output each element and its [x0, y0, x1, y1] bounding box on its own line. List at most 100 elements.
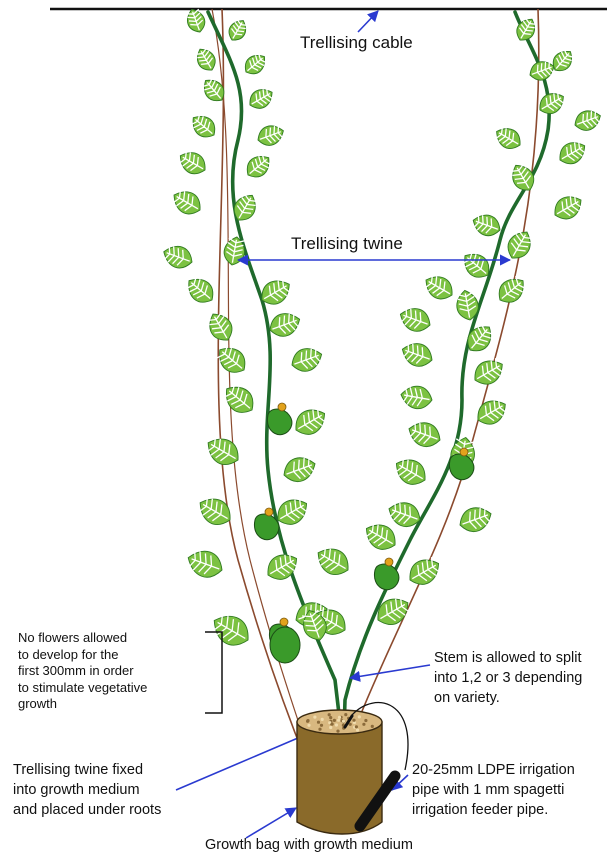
growth-bag-arrow [246, 808, 296, 838]
medium-particle [338, 716, 341, 719]
stem-split-arrow [350, 665, 430, 678]
leaf [470, 211, 504, 240]
no-flowers-line: first 300mm in order [18, 663, 208, 680]
no-flowers-line: to stimulate vegetative [18, 680, 208, 697]
medium-particle [335, 723, 338, 726]
medium-particle [321, 718, 324, 721]
leaf [169, 186, 206, 220]
irrigation-line: 20-25mm LDPE irrigation [412, 760, 602, 780]
medium-particle [331, 723, 334, 726]
no-flowers-line: No flowers allowed [18, 630, 208, 647]
medium-particle [362, 723, 365, 726]
leaf [160, 242, 196, 272]
leaf [391, 453, 431, 490]
leaf [266, 309, 303, 341]
leaf [241, 50, 270, 79]
leaf [255, 122, 287, 149]
leaf [245, 84, 276, 112]
medium-particle [356, 729, 359, 732]
leaf [290, 403, 330, 440]
medium-particle [358, 715, 361, 718]
medium-particle [333, 719, 336, 722]
leaf [397, 304, 434, 336]
label-no-flowers: No flowers allowed to develop for the fi… [18, 630, 208, 713]
label-trellising-cable: Trellising cable [300, 33, 413, 53]
medium-particle [320, 724, 323, 727]
medium-particle [342, 720, 345, 723]
leaf [184, 7, 208, 35]
leaf [204, 309, 238, 346]
twine-fixed-arrow [176, 732, 312, 790]
medium-particle [336, 730, 339, 733]
leaf [219, 380, 259, 419]
leaf [503, 227, 537, 264]
leaf [469, 355, 508, 390]
stem-split-line: into 1,2 or 3 depending [434, 668, 606, 688]
leaf [572, 107, 604, 134]
medium-particle [306, 720, 309, 723]
twine-fixed-line: Trellising twine fixed [13, 760, 193, 780]
twine-fixed-line: and placed under roots [13, 800, 193, 820]
leaf [242, 150, 275, 182]
leaf [405, 418, 444, 451]
medium-particle [313, 716, 316, 719]
leaf [184, 546, 227, 582]
stem-split-line: on variety. [434, 688, 606, 708]
leaf [182, 273, 219, 309]
irrigation-line: irrigation feeder pipe. [412, 800, 602, 820]
label-twine-fixed: Trellising twine fixed into growth mediu… [13, 760, 193, 820]
leaf [507, 160, 539, 195]
medium-particle [307, 724, 310, 727]
label-irrigation: 20-25mm LDPE irrigation pipe with 1 mm s… [412, 760, 602, 820]
leaf [225, 17, 250, 45]
leaf [199, 75, 229, 106]
leaf [404, 553, 444, 590]
medium-particle [317, 721, 320, 724]
irrigation-line: pipe with 1 mm spagetti [412, 780, 602, 800]
leaf [421, 271, 458, 305]
label-growth-bag: Growth bag with growth medium [205, 835, 413, 855]
medium-particle [355, 725, 358, 728]
label-stem-split: Stem is allowed to split into 1,2 or 3 d… [434, 648, 606, 708]
pepper-fruit [270, 627, 300, 663]
leaf [280, 453, 319, 486]
leaf [399, 383, 434, 411]
leaf [456, 503, 495, 536]
no-flowers-line: growth [18, 696, 208, 713]
medium-particle [318, 728, 321, 731]
label-trellising-twine: Trellising twine [291, 234, 403, 254]
medium-particle [329, 726, 332, 729]
medium-particle [352, 719, 355, 722]
leaf [262, 548, 302, 585]
twine-fixed-line: into growth medium [13, 780, 193, 800]
medium-particle [344, 713, 347, 716]
medium-particle [328, 713, 331, 716]
leaf [550, 191, 587, 225]
pepper-fruit [374, 558, 398, 590]
pepper-fruit [267, 403, 291, 435]
leaf [207, 608, 255, 652]
medium-particle [337, 719, 340, 722]
no-flowers-line: to develop for the [18, 647, 208, 664]
leaf [492, 123, 525, 153]
leaf [399, 339, 436, 371]
leaf [472, 395, 511, 430]
leaf [555, 137, 590, 169]
medium-particle [329, 716, 332, 719]
leaf [372, 592, 414, 631]
leaf [202, 432, 244, 471]
cable-arrow [358, 11, 378, 32]
stem-split-line: Stem is allowed to split [434, 648, 606, 668]
leaf [288, 344, 325, 376]
medium-particle [364, 719, 367, 722]
leaf [535, 88, 568, 118]
leaf [527, 58, 557, 84]
leaf [493, 273, 530, 309]
leaf [312, 542, 354, 581]
leaf [187, 110, 220, 142]
leaf [361, 518, 401, 555]
leaf [193, 45, 220, 74]
leaf [175, 147, 210, 179]
